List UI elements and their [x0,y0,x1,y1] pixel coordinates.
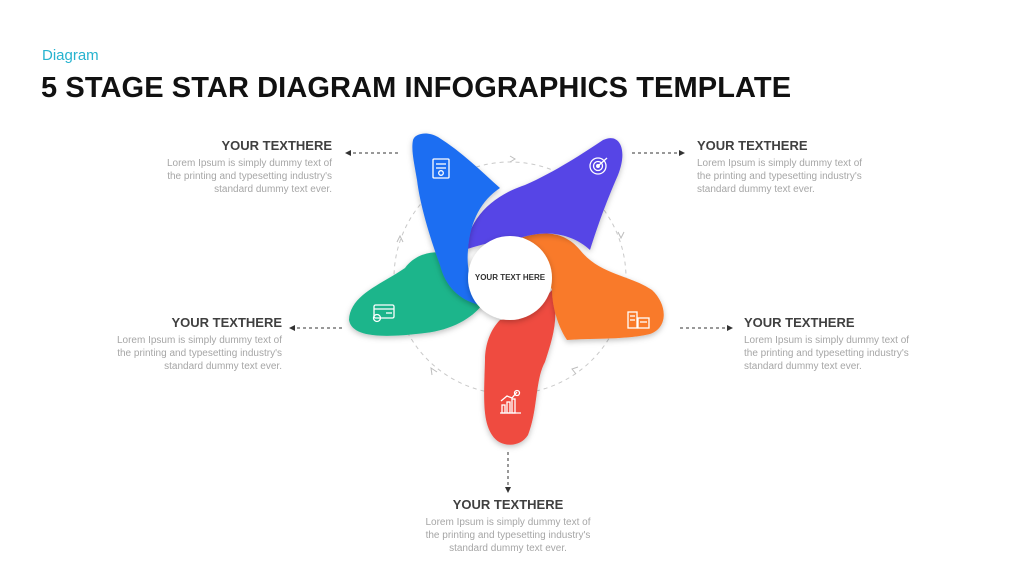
category-label: Diagram [42,47,99,64]
stage-1-body: Lorem Ipsum is simply dummy text of the … [166,158,332,195]
stage-4-heading: YOUR TEXTHERE [452,497,564,512]
stage-3-block: YOUR TEXTHERE Lorem Ipsum is simply dumm… [744,315,1004,373]
stage-2-heading: YOUR TEXTHERE [697,138,808,153]
orbit-arrow-icon [396,234,404,243]
orbit-arrow-icon [617,231,625,240]
page-title: 5 STAGE STAR DIAGRAM INFOGRAPHICS TEMPLA… [41,72,792,104]
stage-1-heading: YOUR TEXTHERE [221,138,332,153]
stage-4-block: YOUR TEXTHERE Lorem Ipsum is simply dumm… [378,497,638,555]
payment-card-icon [372,304,395,323]
stage-5-block: YOUR TEXTHERE Lorem Ipsum is simply dumm… [22,315,282,373]
stage-3-heading: YOUR TEXTHERE [744,315,855,330]
orbit-arrow-icon [571,366,579,375]
target-icon [589,157,608,175]
growth-chart-icon [500,389,521,414]
stage-4-body: Lorem Ipsum is simply dummy text of the … [425,517,591,554]
petal-stage-2 [465,138,623,250]
center-hub [468,236,552,320]
petal-stage-1 [412,133,500,305]
orbit-arrow-icon [430,366,438,376]
center-label: YOUR TEXT HERE [474,273,546,282]
orbit-arrow-icon [509,155,516,163]
stage-5-body: Lorem Ipsum is simply dummy text of the … [116,335,282,372]
stage-3-body: Lorem Ipsum is simply dummy text of the … [744,335,910,372]
stage-1-block: YOUR TEXTHERE Lorem Ipsum is simply dumm… [72,138,332,196]
certificate-icon [432,158,450,179]
stage-2-body: Lorem Ipsum is simply dummy text of the … [697,158,863,195]
stage-2-block: YOUR TEXTHERE Lorem Ipsum is simply dumm… [697,138,957,196]
calculator-icon [627,311,650,329]
stage-5-heading: YOUR TEXTHERE [171,315,282,330]
